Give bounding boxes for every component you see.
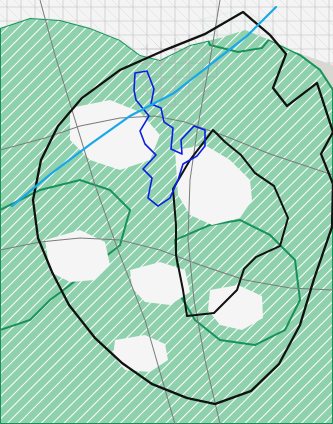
- clear-land-area: [208, 285, 263, 330]
- sub-area-boundary[interactable]: [172, 129, 289, 317]
- study-area-boundary[interactable]: [31, 10, 333, 406]
- clear-land-area: [175, 145, 252, 225]
- road-line: [187, 0, 221, 424]
- clear-land-area: [45, 230, 110, 282]
- road-line: [39, 0, 176, 424]
- cyan-road-line[interactable]: [10, 5, 278, 208]
- clear-land-area: [113, 335, 168, 372]
- road-line: [0, 237, 333, 291]
- clear-land-area: [130, 262, 190, 305]
- blue-corridor-boundary[interactable]: [133, 70, 206, 207]
- road-line: [0, 115, 333, 176]
